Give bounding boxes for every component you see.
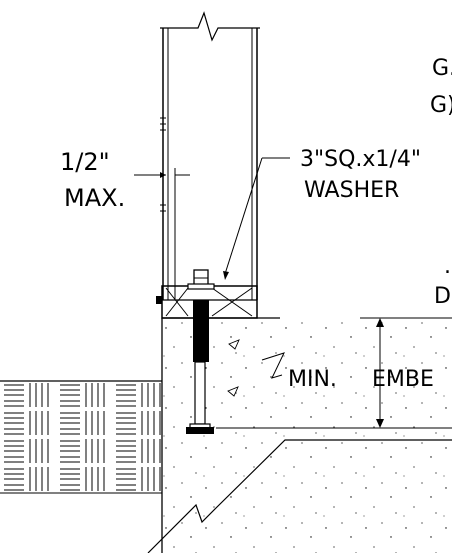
washer-name-label: WASHER xyxy=(304,178,399,203)
washer xyxy=(187,283,215,290)
anchor-bolt xyxy=(186,269,215,434)
embed-word-label: EMBE xyxy=(372,367,434,392)
clip-text-dot: . xyxy=(444,254,451,279)
break-symbol xyxy=(160,11,260,42)
gap-value-label: 1/2" xyxy=(60,148,110,176)
gap-dimension xyxy=(134,168,190,300)
washer-size-label: 3"SQ.x1/4" xyxy=(300,147,421,172)
gap-max-label: MAX. xyxy=(64,184,125,212)
embed-min-label: MIN. xyxy=(288,367,337,392)
clip-text-g: G. xyxy=(432,56,452,81)
clip-text-g-paren: G) xyxy=(430,93,452,118)
embed-dimension xyxy=(216,317,452,429)
aggregate-mark xyxy=(227,386,239,397)
washer-leader xyxy=(223,157,290,280)
post-column xyxy=(160,11,260,300)
aggregate-mark xyxy=(228,339,240,350)
clip-text-d: D xyxy=(434,284,451,309)
concrete-footing xyxy=(147,317,452,553)
paving-hatch xyxy=(0,380,162,494)
